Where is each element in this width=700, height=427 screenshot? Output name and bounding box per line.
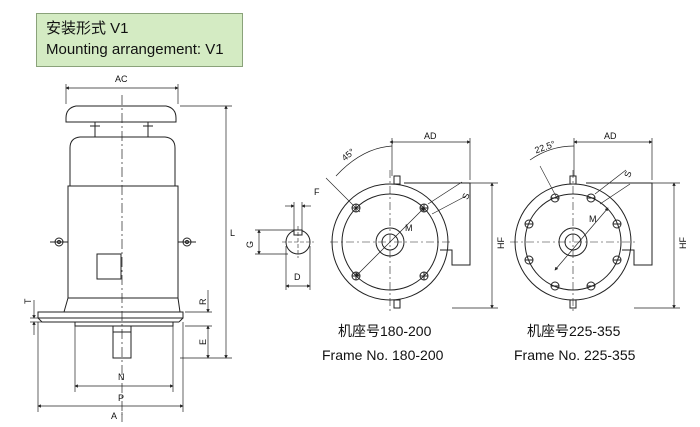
label-ad-large: AD xyxy=(604,131,617,141)
caption-cn-225-355: 机座号225-355 xyxy=(527,323,621,339)
label-l: L xyxy=(230,228,235,238)
mounting-title-box: 安装形式 V1 Mounting arrangement: V1 xyxy=(36,13,243,67)
terminal-box-outline xyxy=(586,182,653,266)
title-chinese: 安装形式 V1 xyxy=(46,20,129,37)
label-r: R xyxy=(198,298,208,305)
label-s-small: S xyxy=(460,192,471,201)
frame-180-200-dimensions xyxy=(335,138,498,309)
angle-22-5-label: 22.5° xyxy=(533,139,557,156)
caption-cn-180-200: 机座号180-200 xyxy=(338,323,432,339)
side-view-dimensions xyxy=(30,84,232,422)
label-s-large: S xyxy=(622,170,633,179)
label-d: D xyxy=(294,272,301,282)
shaft-dimensions xyxy=(255,202,311,290)
label-e: E xyxy=(198,339,208,345)
label-ac: AC xyxy=(115,74,128,84)
angle-45-label: 45° xyxy=(340,146,357,163)
label-hf-large: HF xyxy=(678,237,688,249)
fan-cowl-cap xyxy=(65,105,177,123)
frame-225-355-dimensions xyxy=(529,138,680,309)
caption-en-180-200: Frame No. 180-200 xyxy=(322,347,444,363)
shaft-end-view xyxy=(282,226,314,258)
lifting-eye-right xyxy=(178,237,196,247)
motor-side-view xyxy=(37,95,196,415)
label-n: N xyxy=(118,372,125,382)
frame-180-200-view xyxy=(325,170,471,314)
flange-plate xyxy=(37,311,184,319)
lifting-eye-left xyxy=(50,237,68,247)
fan-cover xyxy=(69,136,176,186)
motor-body xyxy=(67,185,179,299)
caption-en-225-355: Frame No. 225-355 xyxy=(514,347,636,363)
label-t: T xyxy=(23,298,33,304)
bolt-holes xyxy=(524,193,622,291)
label-p: P xyxy=(118,393,124,403)
label-ad-small: AD xyxy=(424,131,437,141)
terminal-box-outline xyxy=(404,182,471,266)
label-m-large: M xyxy=(589,214,597,224)
label-m-small: M xyxy=(405,223,413,233)
title-english: Mounting arrangement: V1 xyxy=(46,41,224,58)
label-hf-small: HF xyxy=(496,237,506,249)
label-f: F xyxy=(314,187,320,197)
lug-top xyxy=(393,175,401,185)
lug-bottom xyxy=(393,299,401,309)
terminal-box xyxy=(96,253,122,280)
spigot xyxy=(74,321,174,327)
label-g: G xyxy=(245,241,255,248)
label-a: A xyxy=(111,411,117,421)
